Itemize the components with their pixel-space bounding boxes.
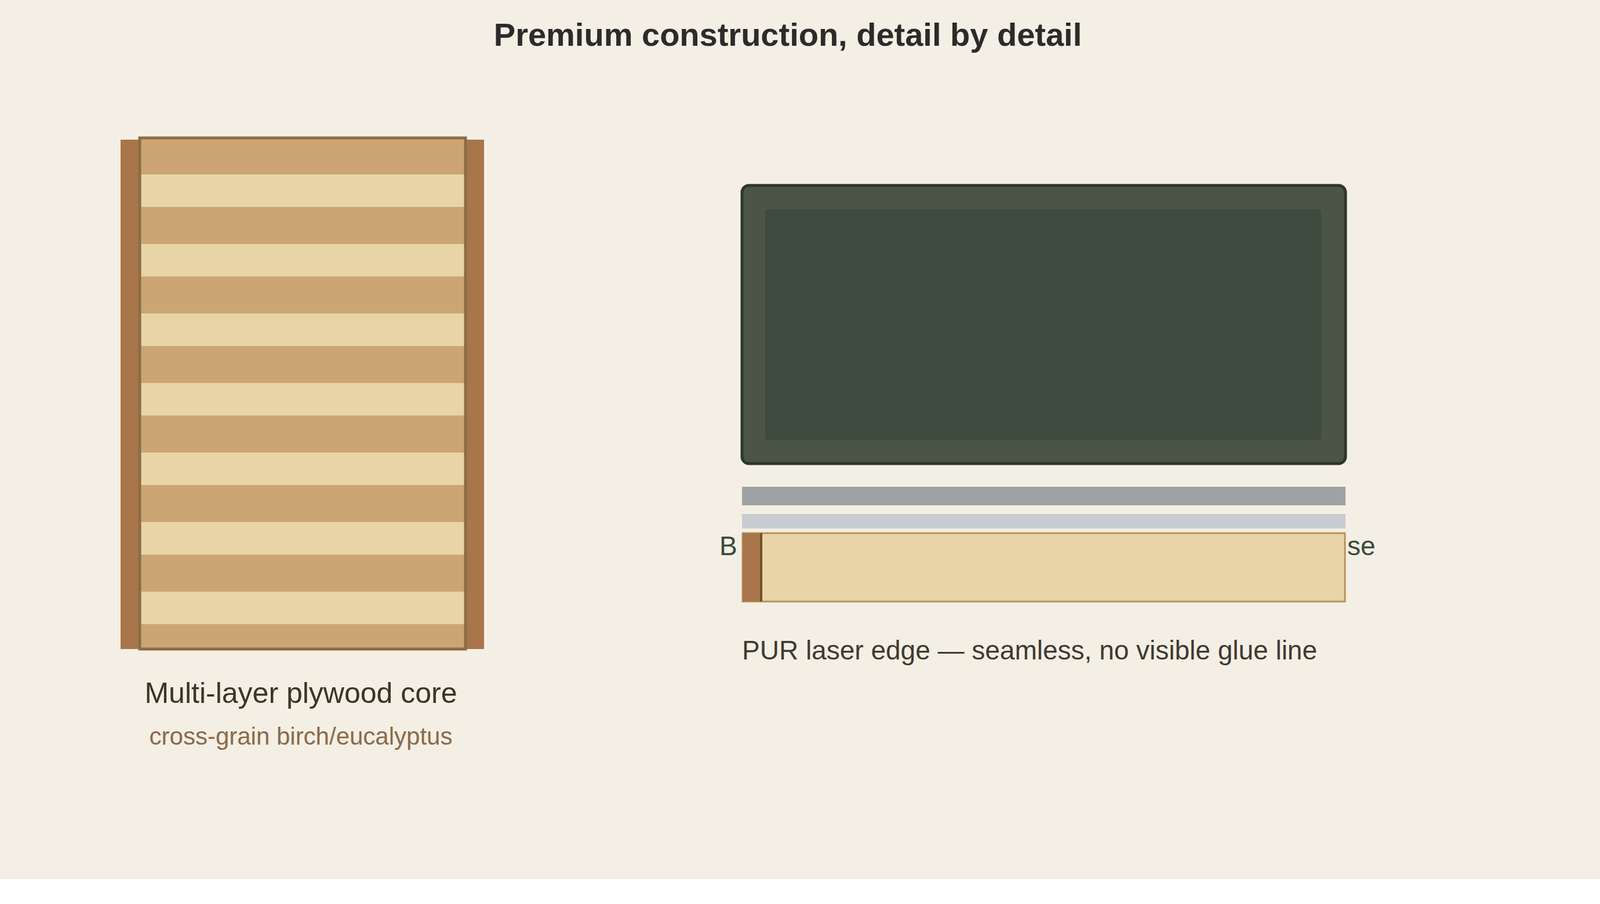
page-title: Premium construction, detail by detail: [493, 16, 1082, 54]
background: [0, 0, 1600, 880]
material-note: cross-grain birch/eucalyptus: [149, 722, 453, 751]
panel-layers: [742, 185, 1346, 602]
plywood-core: [120, 137, 485, 650]
edge-label: PUR laser edge — seamless, no visible gl…: [742, 635, 1318, 667]
part-label: Multi-layer plywood core: [144, 677, 457, 711]
layer-label-fragment: se: [1347, 531, 1376, 562]
layer-label-fragment: B: [719, 531, 738, 562]
